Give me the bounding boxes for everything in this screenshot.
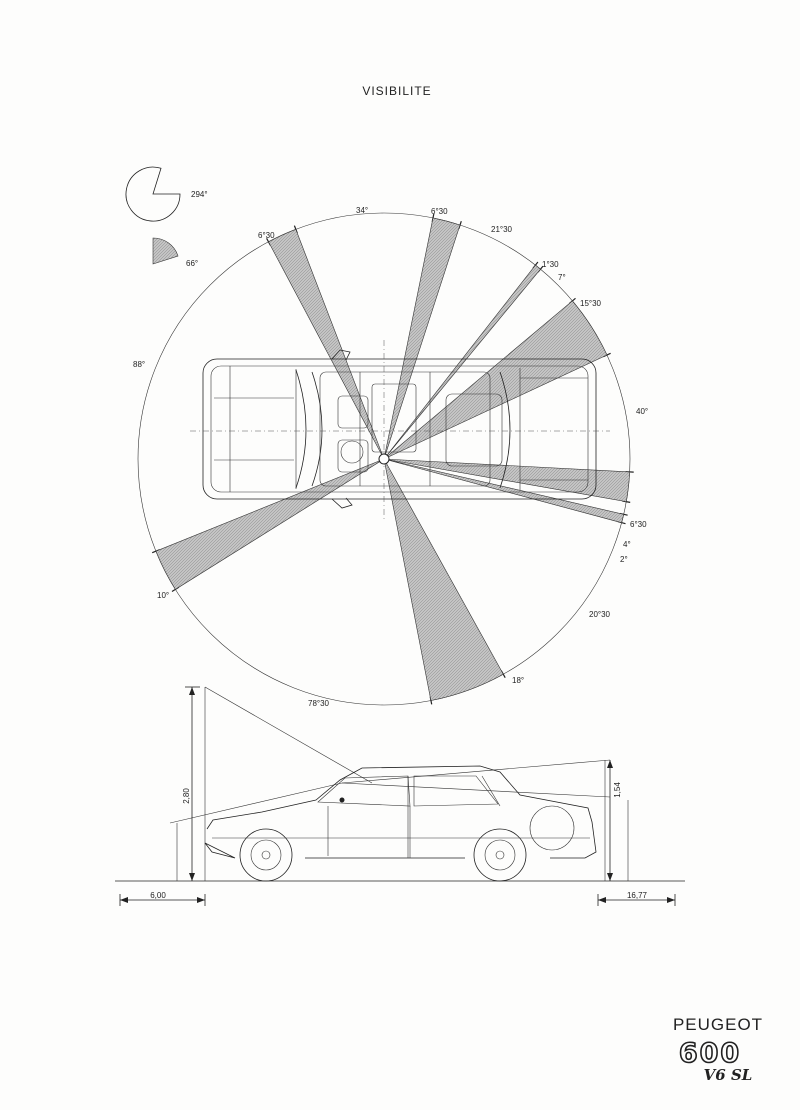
angle-label-15-30: 15°30	[580, 299, 602, 308]
driver-eye-point	[378, 453, 390, 465]
blind-sector-right-mirror	[383, 458, 631, 503]
car-body-outline	[202, 358, 597, 500]
dimension-rear-height: 1,54	[613, 782, 622, 798]
rear-wheel	[473, 828, 527, 882]
angle-labels: 34° 6°30 6°30 21°30 1°30 7° 15°30 88° 40…	[133, 206, 648, 708]
angle-label-7: 7°	[558, 273, 566, 282]
legend-blind-pie-icon	[152, 237, 179, 265]
dimension-rear-distance: 16,77	[627, 891, 648, 900]
angle-label-10: 10°	[157, 591, 169, 600]
brand-name: PEUGEOT	[673, 1015, 763, 1034]
blind-sector-rear-pillar	[383, 458, 504, 701]
angle-label-34: 34°	[356, 206, 368, 215]
angle-label-18: 18°	[512, 676, 524, 685]
angle-label-88: 88°	[133, 360, 145, 369]
visibility-circle	[137, 212, 631, 706]
blind-sector-rear-left	[155, 458, 385, 590]
blind-sector-right-pillar	[383, 300, 608, 460]
blind-sector-mirror-left	[383, 264, 541, 460]
legend-visible-label: 294°	[191, 190, 208, 199]
angle-label-40: 40°	[636, 407, 648, 416]
angle-label-21-30: 21°30	[491, 225, 513, 234]
dimension-front-distance: 6,00	[150, 891, 166, 900]
angle-label-2: 2°	[620, 555, 628, 564]
front-wheel	[239, 828, 293, 882]
legend-visible-angle: 294°	[125, 166, 208, 222]
angle-label-6-30-topleft: 6°30	[258, 231, 275, 240]
angle-label-78-30: 78°30	[308, 699, 330, 708]
angle-label-4: 4°	[623, 540, 631, 549]
legend-blind-angle: 66°	[152, 237, 198, 268]
angle-label-6-30-right: 6°30	[630, 520, 647, 529]
blind-sector-rear-right	[383, 458, 625, 524]
page-title: VISIBILITE	[362, 84, 431, 98]
badge-logo: V6 SL	[704, 1066, 753, 1084]
angle-label-1-30: 1°30	[542, 260, 559, 269]
angle-label-20-30: 20°30	[589, 610, 611, 619]
brand-block: PEUGEOT 600 V6 SL	[673, 1015, 763, 1084]
blind-sector-windscreen-pillar	[383, 217, 461, 460]
car-side-view: 2,80 1,54 6,00 16,77	[115, 686, 685, 906]
angle-label-6-30-top: 6°30	[431, 207, 448, 216]
blind-sector-left-pillar	[268, 228, 385, 460]
legend-blind-label: 66°	[186, 259, 198, 268]
car-top-view	[190, 340, 610, 520]
legend-visible-pie-icon	[125, 166, 181, 222]
car-side-outline	[204, 765, 597, 859]
blind-sectors	[155, 217, 631, 701]
dimension-eye-height: 2,80	[182, 788, 191, 804]
model-logo: 600	[679, 1038, 741, 1069]
